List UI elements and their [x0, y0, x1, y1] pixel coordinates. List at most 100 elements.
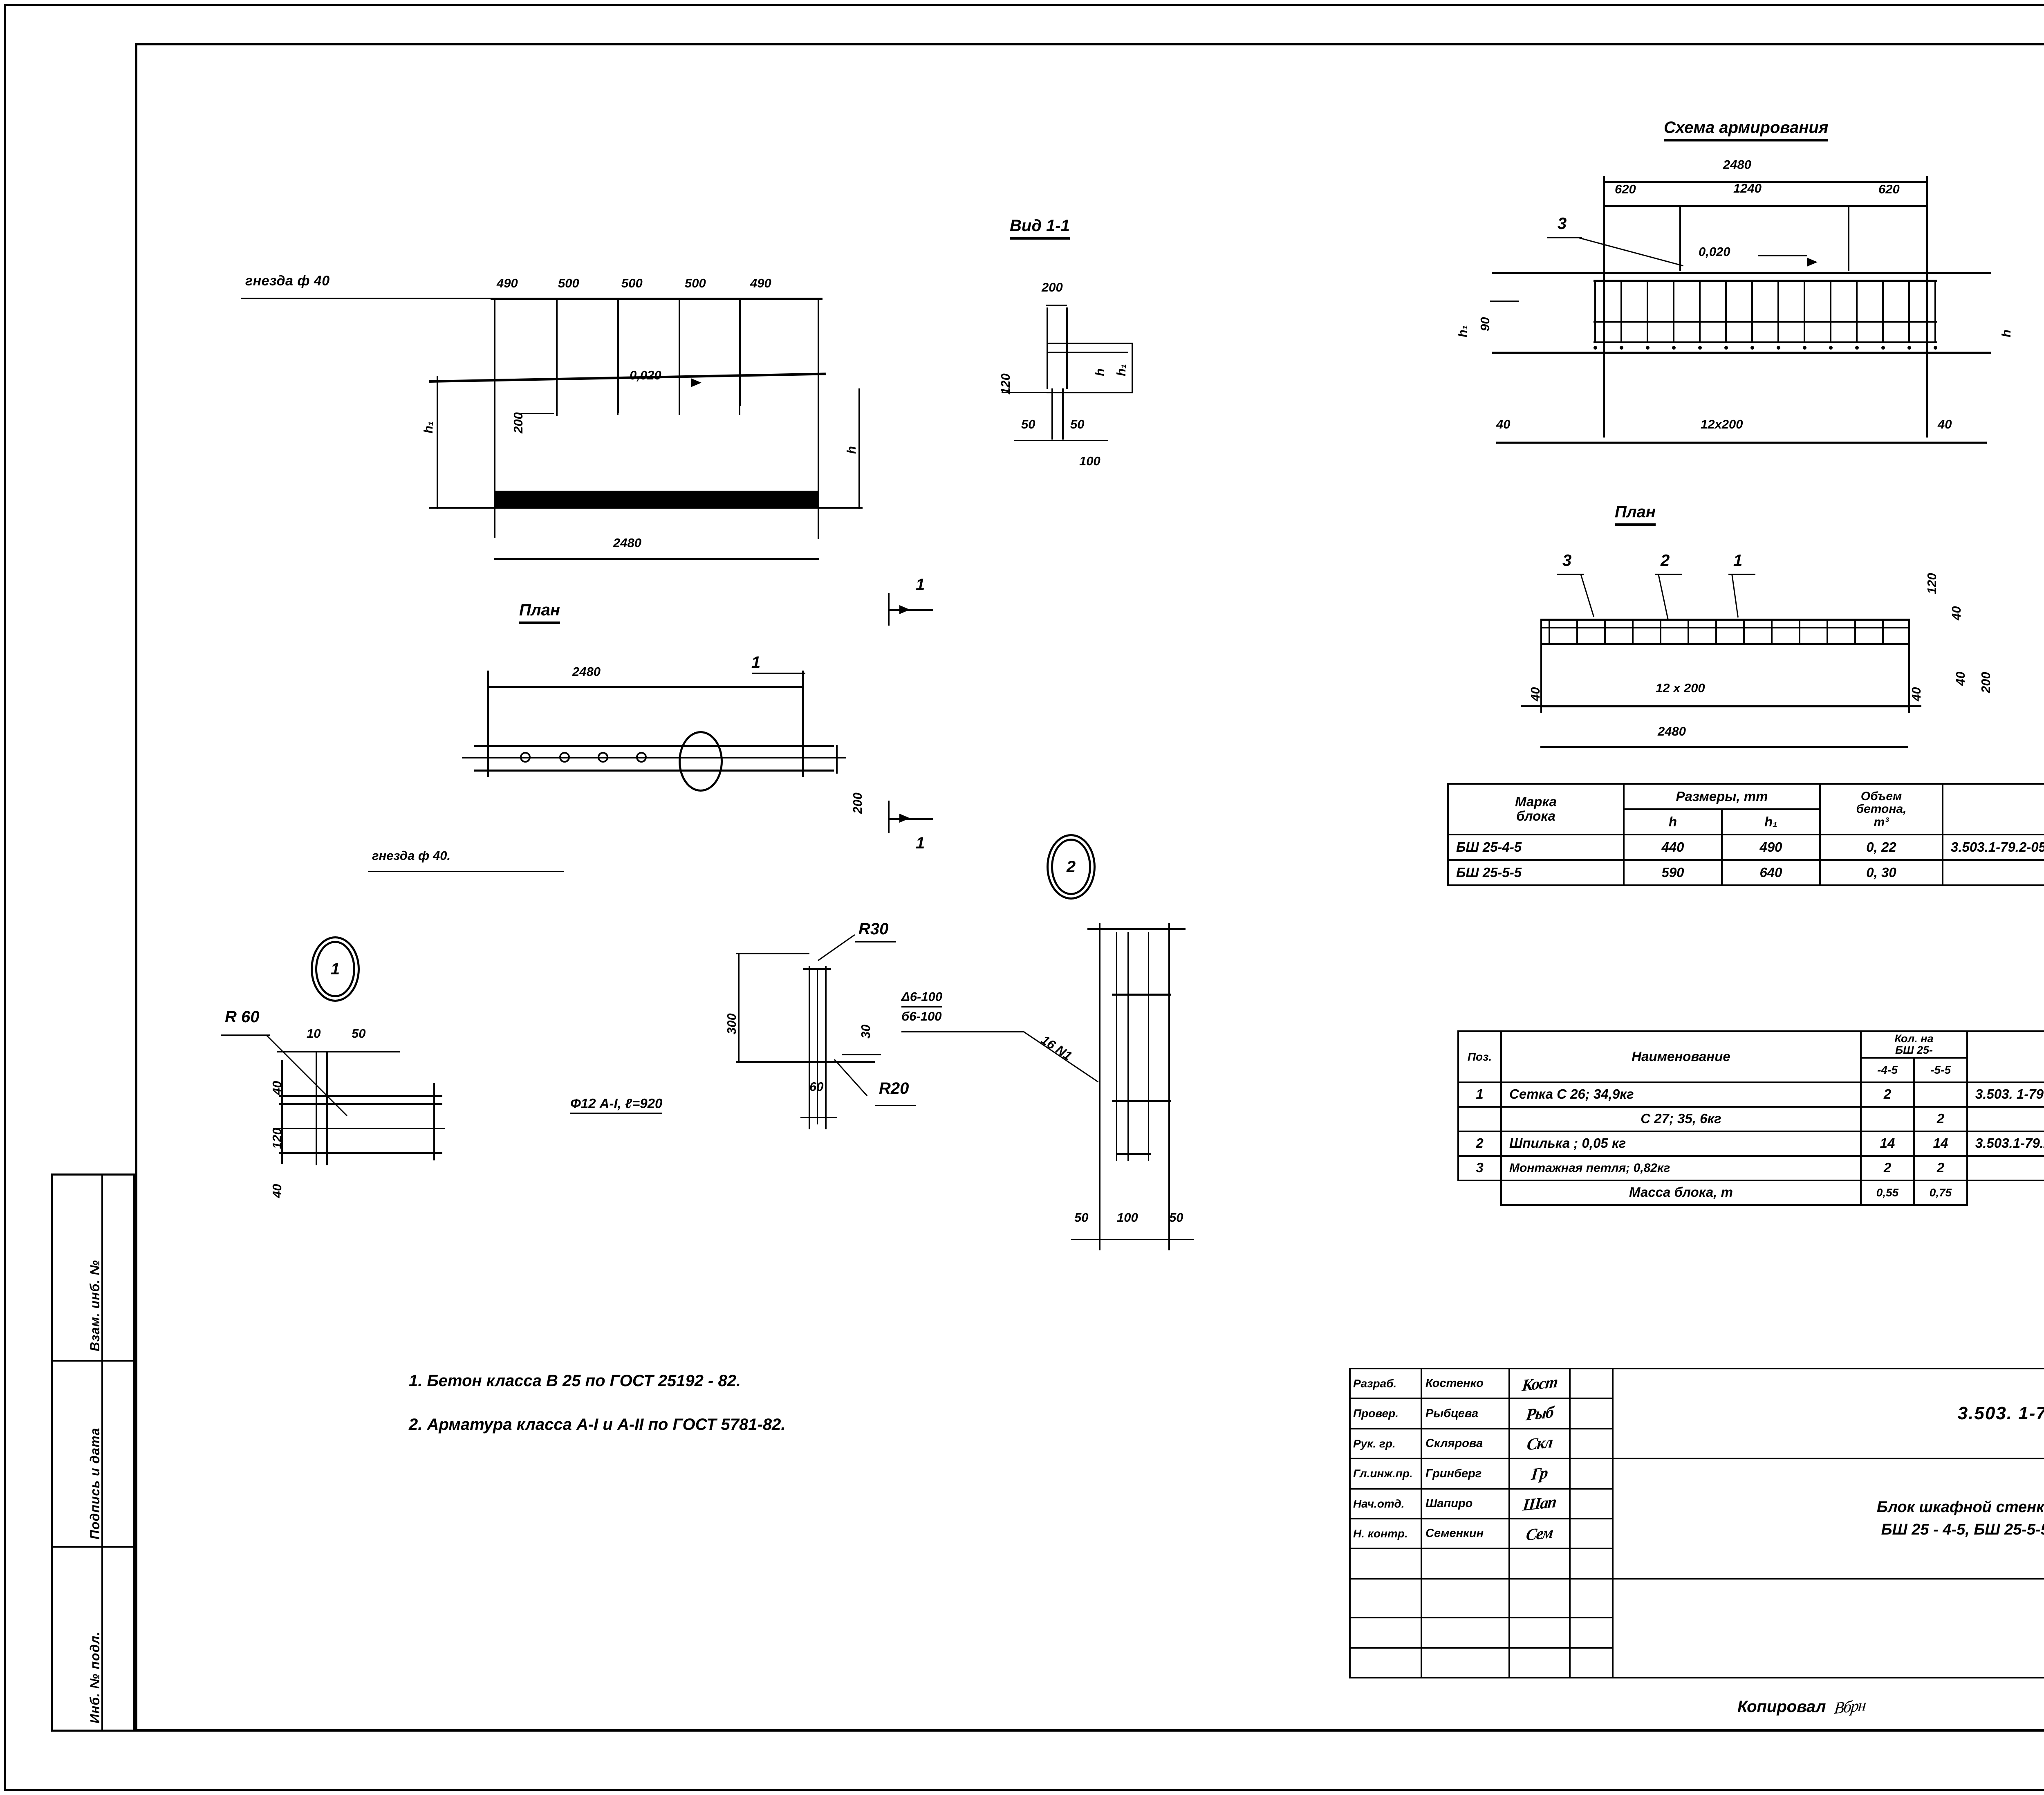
reinf-bar-dot	[1855, 346, 1859, 350]
tb-name-1: Рыбцева	[1421, 1398, 1510, 1429]
plan-left-depth-ext	[836, 745, 838, 774]
cell-mass-pad	[1458, 1179, 1502, 1205]
cell-doc: 3.503.1-79.2-135	[1966, 1130, 2044, 1157]
dim-490-right: 490	[750, 276, 771, 290]
reinf-mesh-low	[1594, 341, 1937, 343]
tb-blank-c4	[1569, 1617, 1614, 1649]
pr-dim-120: 120	[1925, 573, 1939, 594]
th-h1: h₁	[1721, 808, 1821, 835]
cell-qty-a: 2	[1860, 1081, 1915, 1108]
plan-left-centerline	[462, 757, 846, 758]
tb-sign-5: Сем	[1508, 1517, 1571, 1550]
v11-dim-50-right: 50	[1070, 417, 1085, 431]
tb-name-4: Шапиро	[1421, 1488, 1510, 1519]
detail-2-dim-60: 60	[809, 1079, 824, 1094]
table-row: 2 Шпилька ; 0,05 кг 14 14 3.503.1-79.2-1…	[1457, 1130, 2044, 1157]
plan-left-socket-leader	[368, 871, 564, 872]
tb-date-4	[1569, 1488, 1614, 1519]
tb-part-title-line2: БШ 25 - 4-5, БШ 25-5-5	[1881, 1521, 2044, 1538]
d2-top-ref	[736, 953, 809, 954]
plan-reinf-mark-3: 3	[1562, 552, 1572, 570]
reinf-bar-dot	[1672, 346, 1676, 350]
tb-date-5	[1569, 1517, 1614, 1550]
tb-blank-d1	[1349, 1647, 1422, 1678]
specification-table: Поз. Наименование Кол. на БШ 25- Обознач…	[1457, 1030, 2044, 1206]
d2-pin-left	[809, 966, 810, 1129]
cell-qty-a: 2	[1860, 1155, 1915, 1181]
d2r-left	[1099, 923, 1100, 1250]
reinf-bar-dot	[1934, 346, 1937, 350]
reinf-slope-arrow	[1807, 258, 1818, 267]
detail-1-dim-10: 10	[307, 1026, 321, 1041]
sec-arrow-1c	[899, 814, 910, 823]
plan-left-dimline	[487, 686, 804, 688]
section-mark-1b: 1	[916, 576, 925, 594]
reinf-90-arm	[1490, 301, 1519, 302]
copied-note: Копировал Вбрн	[1737, 1696, 1867, 1718]
d1-left-ext	[281, 1060, 283, 1164]
tb-blank-d4	[1569, 1647, 1614, 1678]
reinf-dim-90: 90	[1478, 317, 1492, 331]
dim-chain-line	[491, 298, 823, 300]
cell-name: C 27; 35, 6кг	[1500, 1106, 1862, 1132]
ext-line-2	[556, 298, 558, 416]
dim200-arm	[521, 413, 554, 414]
tb-blank-c2	[1421, 1617, 1510, 1649]
v11-stem-right	[1066, 307, 1068, 389]
plan-reinf-mark-2: 2	[1661, 552, 1670, 570]
reinf-stirrup	[1934, 280, 1936, 343]
cell-name: Монтажная петля; 0,82кг	[1500, 1155, 1862, 1181]
dim-h1: h₁	[421, 421, 435, 433]
socket-leader-line	[241, 298, 580, 299]
tb-blank-d3	[1508, 1647, 1571, 1678]
h-ext	[858, 388, 860, 509]
pr-lead-2	[1655, 574, 1682, 575]
d2r-right	[1168, 923, 1170, 1250]
socket-hole-1	[520, 752, 531, 763]
v11-dim200-line	[1046, 305, 1067, 306]
block-right-edge	[818, 384, 819, 539]
d2-r30-slant	[818, 934, 855, 961]
d2-60-line	[800, 1117, 837, 1118]
tb-blank-a3	[1508, 1548, 1571, 1580]
v11-baseline	[1002, 392, 1116, 393]
plan-left-edge-l	[487, 745, 489, 772]
reinf-dimline-segs	[1603, 205, 1927, 207]
v11-dim-h: h	[1093, 368, 1107, 376]
tb-sign-4: Шап	[1508, 1488, 1571, 1519]
tb-date-2	[1569, 1427, 1614, 1460]
dim-500-b: 500	[621, 276, 643, 290]
reinf-stirrup	[1751, 280, 1753, 343]
plan-left-ext1	[487, 671, 489, 777]
socket-stub-3	[679, 376, 680, 415]
reinf-stirrup	[1830, 280, 1831, 343]
elevation-socket-label: гнезда ф 40	[245, 273, 330, 289]
tb-role-2: Рук. гр.	[1349, 1427, 1422, 1460]
tb-role-0: Разраб.	[1349, 1367, 1422, 1400]
plan-left-dim-2480: 2480	[572, 664, 601, 679]
table-row: 3 Монтажная петля; 0,82кг 2 2	[1457, 1155, 2044, 1181]
pr-bar	[1771, 620, 1773, 644]
detail-2-radius-top: R30	[858, 920, 889, 938]
stirrup-top: Δ6-100	[901, 989, 943, 1007]
cell-volume: 0, 30	[1819, 859, 1943, 886]
tb-date-3	[1569, 1458, 1614, 1490]
left-margin-stamp: Взам. инб. № Подпись и дата Инб. № подл.	[51, 1173, 135, 1732]
reinf-slope-line	[1758, 255, 1807, 256]
detail-2-dim-30: 30	[858, 1024, 873, 1039]
stamp-row-1	[53, 1176, 133, 1362]
reinf-dim-1240: 1240	[1733, 181, 1762, 195]
th-h: h	[1623, 808, 1723, 835]
detail-1-dim-120: 120	[270, 1128, 284, 1149]
tb-sign-0: Кост	[1508, 1367, 1571, 1400]
tb-name-0: Костенко	[1421, 1367, 1510, 1400]
v11-flange-top	[1047, 343, 1133, 344]
v11-leg-left	[1051, 388, 1053, 440]
d2-height-ext	[738, 953, 740, 1063]
cell-qty-a: 14	[1860, 1130, 1915, 1157]
title-block: Разраб. Костенко Кост 3.503. 1-79. 2-053…	[1349, 1367, 2044, 1679]
detail-1-dim-40-bottom: 40	[270, 1184, 284, 1198]
v11-flange-top2	[1047, 352, 1128, 353]
reinf-loop-ext-2	[1848, 205, 1849, 271]
detail-2: 2 R30 300 30 60 R20 Ф12 A-I, ℓ=920 Δ6-10…	[570, 830, 1271, 1250]
